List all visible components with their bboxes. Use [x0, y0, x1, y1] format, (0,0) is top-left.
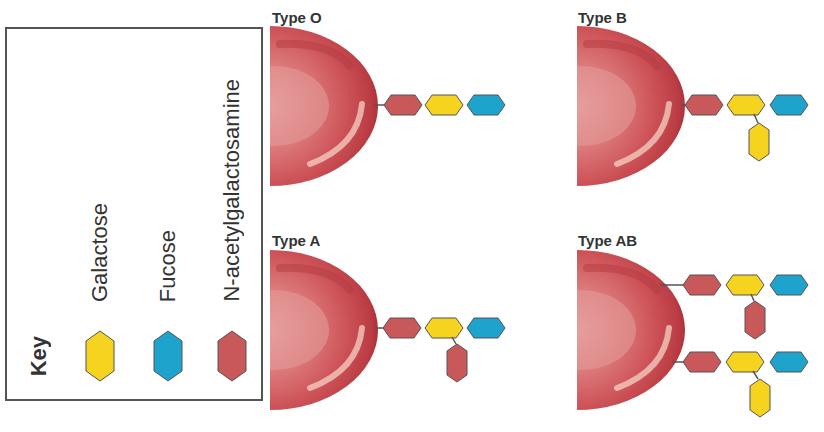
blood-type-label: Type O: [272, 9, 322, 26]
blood-type-label: Type B: [578, 9, 627, 26]
key-box: [6, 28, 262, 400]
type-a-cell: [162, 250, 505, 410]
legend-swatch: [215, 329, 249, 383]
legend-swatch: [83, 329, 117, 383]
key-heading: Key: [27, 336, 51, 376]
legend-text: Galactose: [88, 203, 112, 302]
type-b-cell: [469, 26, 808, 186]
legend-text: Fucose: [156, 230, 180, 302]
legend-swatch: [151, 329, 185, 383]
blood-type-label: Type AB: [578, 232, 637, 249]
legend-text: N-acetylgalactosamine: [220, 79, 244, 302]
blood-type-label: Type A: [272, 232, 320, 249]
type-o-cell: [162, 26, 505, 186]
legend-hexagon: [218, 331, 246, 381]
legend-hexagon: [154, 331, 182, 381]
legend-hexagon: [86, 331, 114, 381]
type-ab-cell: [469, 250, 808, 417]
